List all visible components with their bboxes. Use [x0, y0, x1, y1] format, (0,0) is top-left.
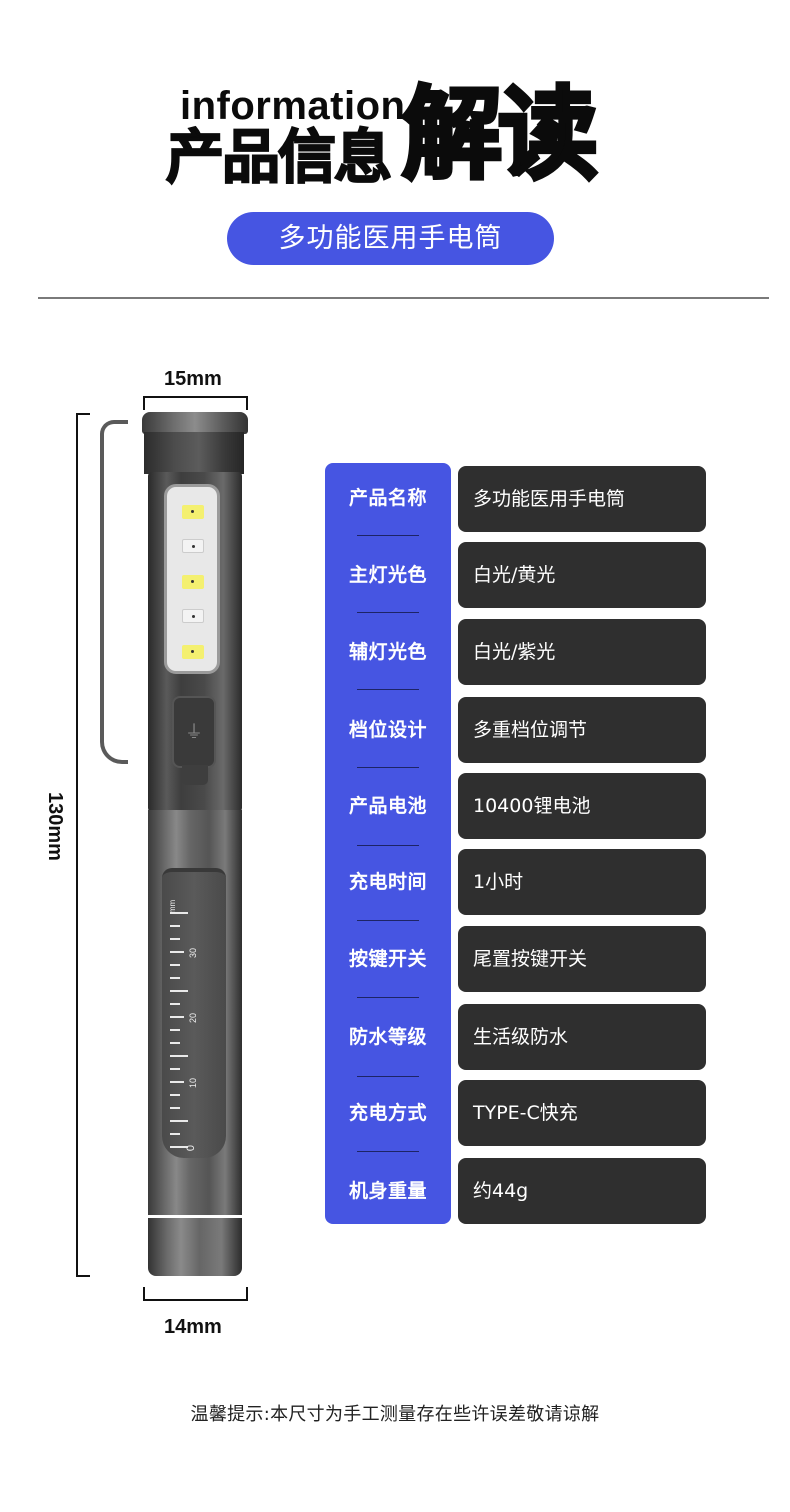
spec-label: 辅灯光色: [348, 641, 427, 663]
scale-tick: [170, 977, 180, 979]
spec-label: 充电方式: [348, 1102, 427, 1124]
spec-label: 防水等级: [348, 1026, 427, 1048]
scale-label-0: 0: [185, 1144, 198, 1152]
spec-label: 产品名称: [348, 487, 427, 509]
scale-tick: [170, 1068, 180, 1070]
spec-separator: [357, 612, 419, 613]
scale-tick: [170, 1107, 180, 1109]
section-divider: [38, 297, 769, 299]
scale-tick: [170, 1120, 188, 1122]
led-yellow: [182, 505, 204, 519]
spec-value: TYPE-C快充: [458, 1080, 706, 1146]
led-panel: [164, 484, 220, 674]
dimension-top-label: 15mm: [164, 368, 222, 390]
dimension-side-label: 130mm: [44, 792, 66, 861]
spec-label: 按键开关: [348, 948, 427, 970]
spec-separator: [357, 997, 419, 998]
title-emphasis: 解读: [400, 76, 600, 193]
scale-tick: [170, 1016, 184, 1018]
title-chinese: 产品信息: [165, 123, 393, 191]
measuring-scale: mm 30 20 10 0: [162, 868, 226, 1158]
scale-tick: [170, 1133, 180, 1135]
spec-label: 机身重量: [348, 1180, 427, 1202]
led-white: [182, 539, 204, 553]
spec-label: 主灯光色: [348, 564, 427, 586]
spec-value: 白光/黄光: [458, 542, 706, 608]
spec-value: 约44g: [458, 1158, 706, 1224]
scale-tick: [170, 1003, 180, 1005]
scale-tick: [170, 938, 180, 940]
pocket-clip: [100, 420, 128, 764]
scale-tick: [170, 925, 180, 927]
spec-value: 多功能医用手电筒: [458, 466, 706, 532]
dimension-bottom-bracket: [143, 1287, 248, 1301]
spec-value: 生活级防水: [458, 1004, 706, 1070]
spec-separator: [357, 767, 419, 768]
scale-tick: [170, 1029, 180, 1031]
dimension-top-bracket: [143, 396, 248, 410]
scale-label-10: 10: [188, 1077, 199, 1089]
flashlight-image: ⏚ mm 30 20 10 0: [100, 412, 250, 1278]
spec-value: 1小时: [458, 849, 706, 915]
dimension-bottom-label: 14mm: [164, 1316, 222, 1338]
spec-separator: [357, 535, 419, 536]
spec-value: 多重档位调节: [458, 697, 706, 763]
usb-cover-tab: [182, 765, 208, 785]
scale-label-30: 30: [188, 947, 199, 959]
flashlight-head-cap: [142, 412, 248, 434]
scale-tick: [170, 1081, 184, 1083]
scale-tick: [170, 951, 184, 953]
title-english: information: [180, 84, 406, 128]
scale-tick: [170, 990, 188, 992]
usb-icon: ⏚: [185, 722, 203, 743]
scale-tick: [170, 1094, 180, 1096]
spec-separator: [357, 1151, 419, 1152]
usb-port-cover: ⏚: [172, 696, 216, 768]
flashlight-tail-cap: [148, 1218, 242, 1276]
led-white: [182, 609, 204, 623]
scale-tick: [170, 912, 188, 914]
flashlight-neck: [144, 432, 244, 474]
measurement-disclaimer: 温馨提示:本尺寸为手工测量存在些许误差敬请谅解: [190, 1404, 600, 1425]
scale-label-20: 20: [188, 1012, 199, 1024]
spec-separator: [357, 1076, 419, 1077]
scale-tick: [170, 1055, 188, 1057]
scale-tick: [170, 1042, 180, 1044]
scale-tick: [170, 1146, 188, 1148]
spec-value: 10400锂电池: [458, 773, 706, 839]
product-type-pill: 多功能医用手电筒: [227, 212, 554, 265]
spec-separator: [357, 845, 419, 846]
spec-separator: [357, 689, 419, 690]
spec-label-column: 产品名称 主灯光色 辅灯光色 档位设计 产品电池 充电时间 按键开关 防水等级 …: [325, 463, 451, 1224]
spec-label: 充电时间: [348, 871, 427, 893]
spec-label: 产品电池: [348, 795, 427, 817]
dimension-side-bracket: [76, 413, 90, 1277]
spec-value: 尾置按键开关: [458, 926, 706, 992]
spec-label: 档位设计: [348, 719, 427, 741]
led-yellow: [182, 575, 204, 589]
scale-tick: [170, 964, 180, 966]
led-yellow: [182, 645, 204, 659]
spec-value: 白光/紫光: [458, 619, 706, 685]
spec-separator: [357, 920, 419, 921]
